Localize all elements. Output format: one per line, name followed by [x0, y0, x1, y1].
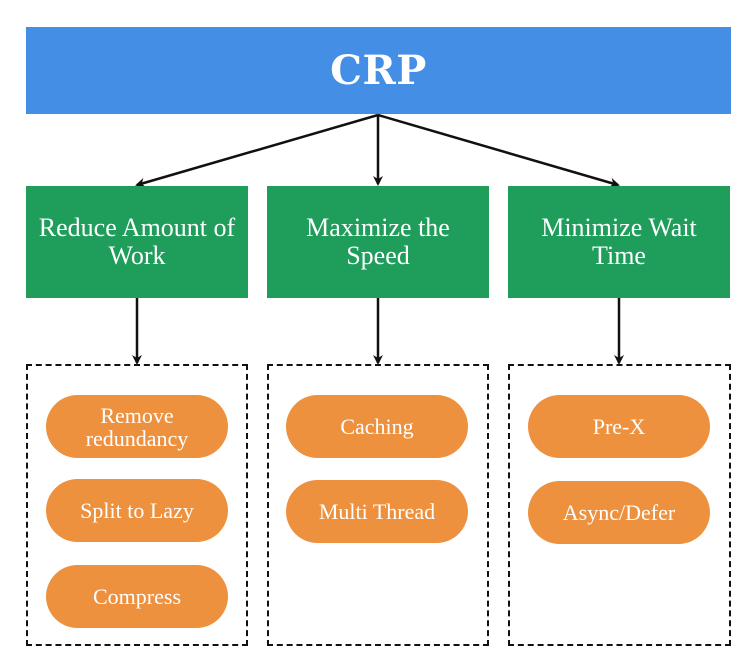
- item-multi-thread: Multi Thread: [286, 480, 468, 543]
- category-minimize-wait-time: Minimize Wait Time: [508, 186, 730, 298]
- item-pre-x: Pre-X: [528, 395, 710, 458]
- group-maximize-the-speed: [267, 364, 489, 646]
- arrow-root-to-minimize: [377, 113, 620, 188]
- item-remove-redundancy: Remove redundancy: [46, 395, 228, 458]
- category-maximize-the-speed: Maximize the Speed: [267, 186, 489, 298]
- group-reduce-amount-of-work: [26, 364, 248, 646]
- category-label: Minimize Wait Time: [541, 213, 697, 270]
- arrow-root-to-reduce: [135, 113, 379, 188]
- group-minimize-wait-time: [508, 364, 731, 646]
- item-caching: Caching: [286, 395, 468, 458]
- item-compress: Compress: [46, 565, 228, 628]
- root-title: CRP: [330, 47, 427, 94]
- category-reduce-amount-of-work: Reduce Amount of Work: [26, 186, 248, 298]
- category-label: Maximize the Speed: [306, 213, 450, 270]
- item-split-to-lazy: Split to Lazy: [46, 479, 228, 542]
- item-async-defer: Async/Defer: [528, 481, 710, 544]
- crp-root-node: CRP: [26, 27, 731, 114]
- category-label: Reduce Amount of Work: [38, 213, 236, 270]
